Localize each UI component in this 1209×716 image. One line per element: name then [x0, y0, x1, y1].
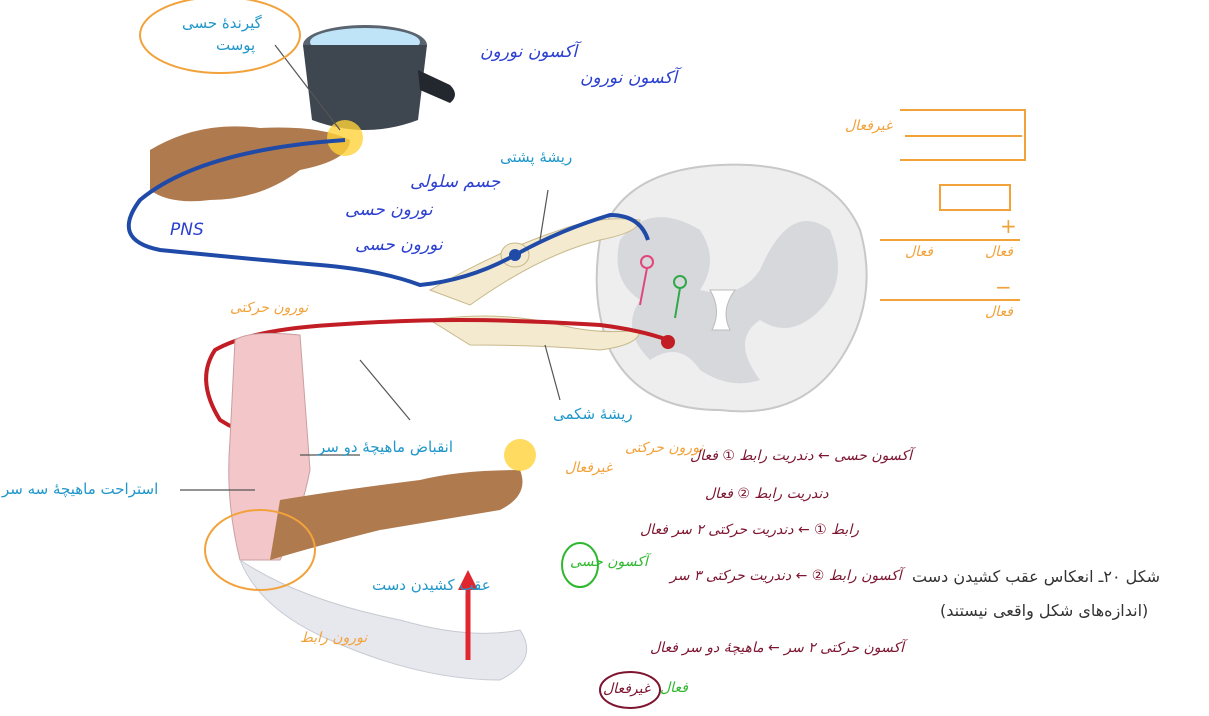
pain-star-icon — [327, 120, 363, 156]
hw-sensory-neuron-2: نورون حسی — [355, 235, 443, 255]
triceps-label: استراحت ماهیچهٔ سه سر — [2, 480, 158, 498]
hw-plus: + — [1000, 214, 1017, 238]
arm-illustration — [229, 333, 536, 680]
figure-caption: شکل ۲۰ـ انعکاس عقب کشیدن دست — [912, 567, 1160, 586]
hw-sensory-neuron: نورون حسی — [345, 200, 433, 220]
sensory-cell-body — [509, 249, 521, 261]
pot-illustration — [303, 25, 455, 130]
hw-row-5: آکسون حرکتی ۲ سر ← ماهیچهٔ دو سر فعال — [650, 640, 904, 656]
hw-active-1: فعال — [905, 244, 933, 260]
hw-normal-axon: آکسون نورون — [480, 42, 577, 62]
dorsal-root-label: ریشهٔ پشتی — [500, 148, 572, 166]
hw-inactive-2: غیرفعال — [845, 118, 892, 134]
hw-active-green: فعال — [660, 680, 688, 696]
figure-caption-note: (اندازه‌های شکل واقعی نیستند) — [940, 601, 1148, 620]
withdrawal-label: عقب کشیدن دست — [372, 576, 491, 594]
hw-motor-neuron: نورون حرکتی — [230, 300, 308, 316]
hw-axon-2: آکسون نورون — [580, 68, 677, 88]
hw-pns: PNS — [170, 220, 204, 240]
biceps-label: انقباض ماهیچهٔ دو سر — [318, 438, 453, 456]
motor-cell-body — [661, 335, 675, 349]
hw-active-2: فعال — [985, 244, 1013, 260]
skin-receptor-label-2: پوست — [216, 36, 255, 54]
skin-receptor-label: گیرندهٔ حسی — [182, 14, 262, 32]
pain-star-lower-icon — [504, 439, 536, 471]
hw-row-2: دندریت رابط ② فعال — [705, 486, 829, 502]
hw-sensory-axon: آکسون حسی — [570, 554, 648, 570]
hw-minus: − — [995, 275, 1012, 299]
hw-row-4: آکسون رابط ② ← دندریت حرکتی ۳ سر — [670, 568, 902, 584]
hw-inactive: غیرفعال — [565, 460, 612, 476]
spinal-cord-section — [597, 165, 867, 412]
hw-row-3: رابط ① ← دندریت حرکتی ۲ سر فعال — [640, 522, 859, 538]
ventral-root-label: ریشهٔ شکمی — [553, 405, 633, 423]
hw-row-6: غیرفعال — [603, 681, 650, 697]
hw-row-1: آکسون حسی ← دندریت رابط ① فعال — [690, 448, 912, 464]
hw-cell-body: جسم سلولی — [410, 172, 500, 192]
upper-hand — [150, 120, 363, 201]
hw-active-3: فعال — [985, 304, 1013, 320]
hw-interneuron: نورون رابط — [300, 630, 367, 646]
